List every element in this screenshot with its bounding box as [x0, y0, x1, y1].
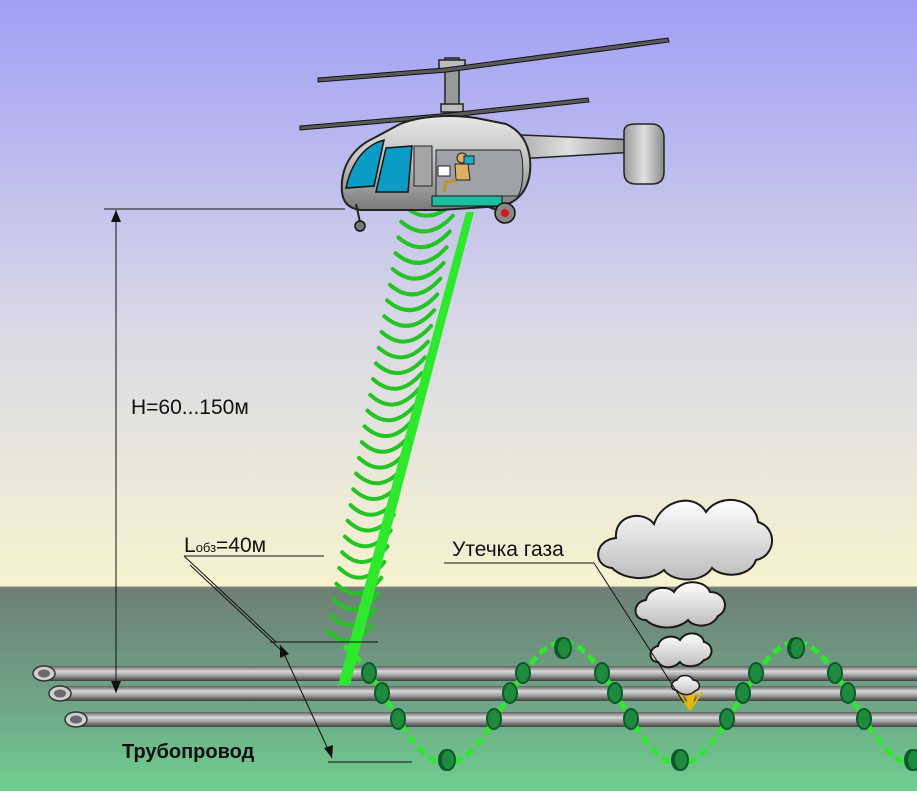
pipe-1 [32, 665, 917, 682]
sensor-equipment [431, 195, 503, 207]
scan-marker [623, 708, 639, 730]
main-rotor-lower [299, 97, 590, 131]
swath-label-sub: обз [196, 540, 216, 555]
radar-wave-arc [328, 607, 378, 627]
scan-marker [719, 708, 735, 730]
radar-wave-arc [334, 575, 384, 596]
pipe-2 [48, 685, 917, 702]
radar-wave-arc [396, 229, 452, 250]
scan-marker [607, 682, 623, 704]
scan-marker [594, 662, 610, 684]
radar-wave-arc [393, 245, 449, 265]
radar-wave-arc [331, 591, 381, 611]
radar-wave-arc [368, 386, 421, 407]
scan-marker [374, 682, 390, 704]
leak-pointer [444, 562, 685, 704]
radar-wave-arc [385, 292, 440, 313]
swath-dimension [183, 555, 412, 763]
radar-wave-arc [387, 276, 443, 297]
height-label: H=60...150м [131, 396, 249, 419]
radar-wave-arc [390, 261, 446, 281]
scan-marker [486, 708, 502, 730]
scan-marker [856, 708, 872, 730]
scan-marker [827, 662, 843, 684]
radar-wave-arc [365, 402, 418, 423]
radar-wave-arc [379, 323, 434, 344]
scan-marker [502, 682, 518, 704]
operator [437, 152, 475, 193]
swath-label-value: =40м [216, 534, 266, 557]
gas-cloud-small [649, 632, 713, 669]
pipelines [32, 665, 917, 728]
gas-leak-spark [677, 679, 703, 711]
scan-marker [390, 708, 406, 730]
radar-wave-arc [376, 339, 430, 360]
cockpit-window [345, 138, 386, 189]
radar-wave-arc [382, 308, 437, 328]
laser-beam [338, 212, 474, 685]
scan-marker [735, 682, 751, 704]
scan-marker [906, 749, 917, 771]
swath-label-main: L [184, 534, 196, 557]
main-rotor-upper [317, 37, 670, 83]
scan-marker [673, 749, 689, 771]
height-dimension [104, 208, 345, 693]
swath-label: Lобз=40м [184, 534, 266, 557]
helicopter [299, 37, 670, 232]
scan-marker [840, 682, 856, 704]
scan-marker [361, 662, 377, 684]
leak-label: Утечка газа [452, 538, 564, 561]
scan-marker [789, 637, 805, 659]
radar-wave-arc [371, 371, 424, 391]
pipeline-label: Трубопровод [122, 741, 255, 763]
scan-marker [515, 662, 531, 684]
radar-wave-arc [326, 623, 374, 643]
radar-wave-arc [362, 418, 415, 438]
gas-cloud-medium [634, 581, 726, 629]
radar-wave-arc [373, 355, 427, 375]
radar-wave-arc [399, 213, 455, 234]
scan-marker [748, 662, 764, 684]
gas-cloud-large [597, 498, 773, 581]
scan-marker [556, 637, 572, 659]
scan-markers [361, 637, 917, 771]
scan-marker [440, 749, 456, 771]
gas-cloud-tiny [670, 674, 701, 696]
